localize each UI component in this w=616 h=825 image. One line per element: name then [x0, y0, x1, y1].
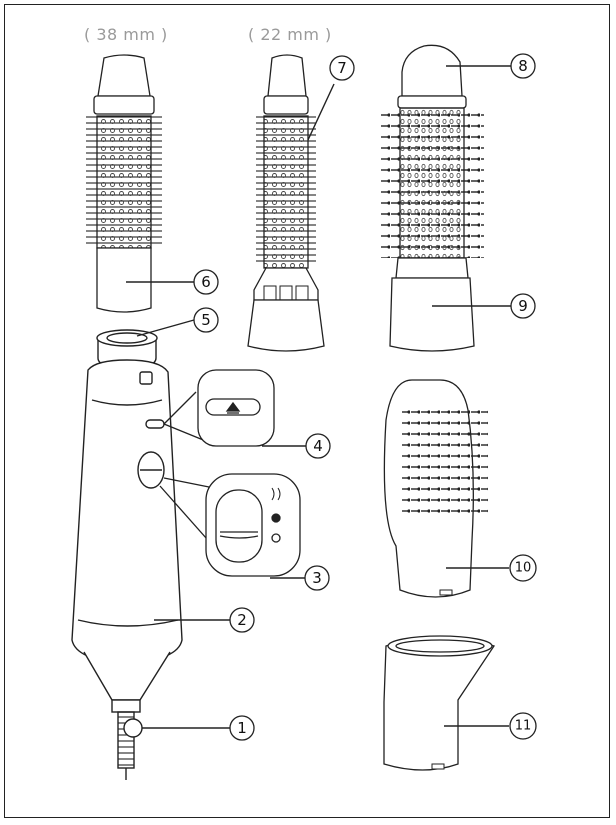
svg-text:1: 1 [237, 719, 247, 737]
small-round-brush-attachment [248, 55, 324, 351]
large-round-brush-attachment [86, 55, 162, 312]
release-button-zoom [164, 370, 274, 446]
volume-brush-attachment [380, 45, 484, 351]
callout-5: 5 [194, 308, 218, 332]
callout-2: 2 [230, 608, 254, 632]
svg-text:6: 6 [201, 273, 211, 291]
svg-text:7: 7 [337, 59, 347, 77]
svg-text:9: 9 [518, 297, 528, 315]
callout-1: 1 [230, 716, 254, 740]
svg-text:11: 11 [515, 719, 532, 734]
paddle-brush-attachment [384, 380, 488, 597]
callout-10: 10 [510, 555, 536, 581]
hair-styler-handle [72, 330, 182, 780]
high-speed-dot [272, 514, 280, 522]
callout-9: 9 [511, 294, 535, 318]
callout-3: 3 [305, 566, 329, 590]
concentrator-nozzle-attachment [384, 636, 494, 770]
svg-text:3: 3 [312, 569, 322, 587]
callout-11: 11 [510, 713, 536, 739]
speed-switch-zoom [160, 474, 300, 576]
svg-text:2: 2 [237, 611, 247, 629]
svg-text:10: 10 [515, 561, 532, 576]
svg-text:5: 5 [201, 311, 211, 329]
callout-7: 7 [330, 56, 354, 80]
callout-4: 4 [306, 434, 330, 458]
callout-8: 8 [511, 54, 535, 78]
svg-text:8: 8 [518, 57, 528, 75]
callout-6: 6 [194, 270, 218, 294]
svg-text:4: 4 [313, 437, 323, 455]
release-button [146, 420, 164, 428]
